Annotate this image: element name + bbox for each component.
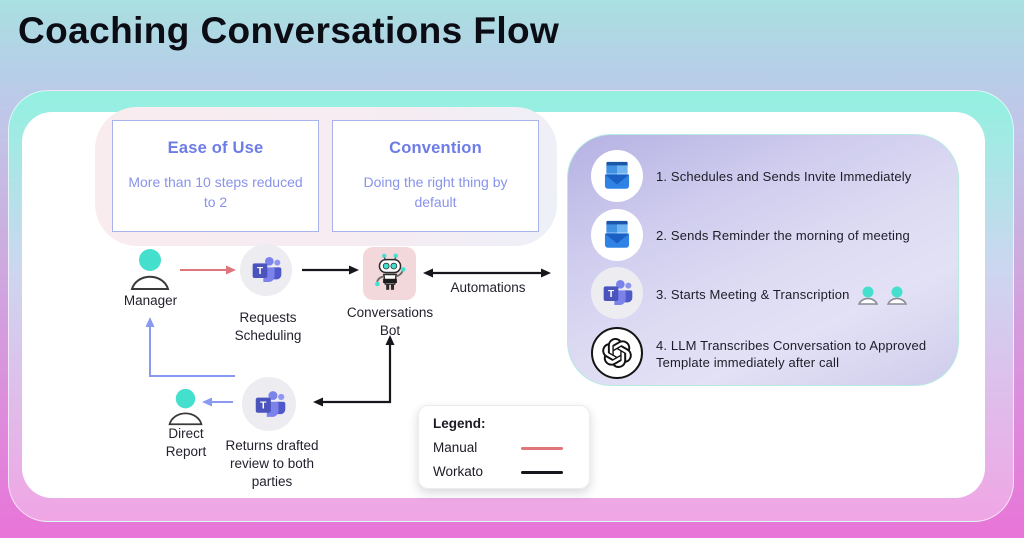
manager-label: Manager [123, 293, 178, 308]
openai-icon [602, 338, 632, 368]
step-text: 4. LLM Transcribes Conversation to Appro… [656, 338, 927, 370]
automations-panel: 1. Schedules and Sends Invite Immediatel… [567, 134, 959, 386]
requests-scheduling-label: Requests Scheduling [234, 310, 302, 344]
legend-label-workato: Workato [433, 464, 484, 479]
step-text: 1. Schedules and Sends Invite Immediatel… [656, 169, 912, 184]
robot-icon [374, 253, 406, 290]
legend-swatch-workato [521, 471, 563, 474]
direct-report-person-icon [168, 388, 203, 426]
svg-text:T: T [608, 289, 614, 300]
teams-icon: T [255, 390, 285, 417]
step-icon-circle [591, 209, 643, 261]
outlook-icon [604, 161, 630, 189]
step-icon-circle [591, 327, 643, 379]
legend-swatch-manual [521, 447, 563, 450]
manager-person-icon [130, 249, 170, 290]
automations-label: Automations [450, 280, 526, 295]
svg-text:T: T [260, 400, 267, 411]
person-icon [857, 286, 878, 305]
page-title: Coaching Conversations Flow [18, 10, 560, 51]
conversations-bot-node [363, 247, 416, 300]
step-icon-circle [591, 150, 643, 202]
callout-body: Doing the right thing by default [363, 174, 508, 210]
callout-ease-of-use: Ease of Use More than 10 steps reduced t… [112, 120, 319, 232]
legend-box: Legend: Manual Workato [418, 405, 590, 489]
requests-scheduling-node: T [240, 244, 292, 296]
person-icon [886, 286, 907, 305]
svg-text:T: T [257, 266, 263, 277]
returns-review-node: T [242, 377, 296, 431]
step-text: 3. Starts Meeting & Transcription [656, 287, 850, 303]
outlook-icon [604, 220, 630, 248]
conversations-bot-label: Conversations Bot [346, 305, 434, 339]
step-icon-circle: T [591, 267, 643, 319]
teams-icon: T [252, 257, 282, 282]
callout-heading: Convention [389, 139, 482, 157]
direct-report-label: Direct Report [165, 426, 207, 460]
teams-icon: T [603, 280, 633, 305]
legend-label-manual: Manual [433, 440, 478, 455]
callout-convention: Convention Doing the right thing by defa… [332, 120, 539, 232]
callout-heading: Ease of Use [167, 139, 264, 157]
step-row: 3. Starts Meeting & Transcription [656, 286, 908, 305]
callout-body: More than 10 steps reduced to 2 [128, 174, 303, 210]
step-text: 2. Sends Reminder the morning of meeting [656, 228, 910, 243]
returns-review-label: Returns drafted review to both parties [225, 438, 319, 490]
legend-title: Legend: [433, 416, 486, 431]
